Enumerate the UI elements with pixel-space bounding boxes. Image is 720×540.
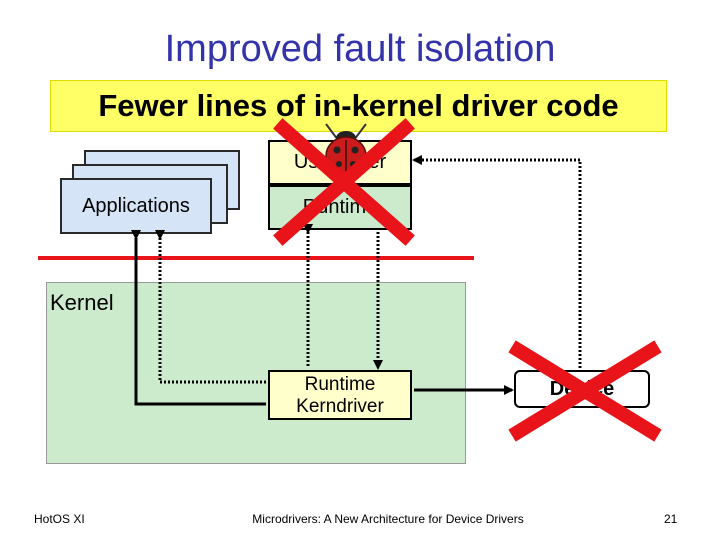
kernel-label: Kernel <box>50 290 114 315</box>
runtime-kerndriver-box: Runtime Kerndriver <box>268 370 412 420</box>
cross-icon-device <box>508 340 662 442</box>
dotted-arrow-app-kernel <box>155 230 266 384</box>
kernel-runtime-label: Runtime <box>304 374 376 395</box>
kerndriver-label: Kerndriver <box>296 396 384 417</box>
solid-arrow-app-kernel <box>131 230 266 406</box>
cross-icon-userdriver <box>273 118 415 246</box>
bug-icon <box>325 123 367 176</box>
footer-title: Microdrivers: A New Architecture for Dev… <box>252 512 524 526</box>
page-number: 21 <box>664 512 678 526</box>
user-kernel-boundary <box>38 256 474 260</box>
slide-title: Improved fault isolation <box>164 28 556 70</box>
dotted-arrow-device-userdriver <box>412 155 582 368</box>
footer-venue: HotOS XI <box>34 512 85 526</box>
subtitle-banner: Fewer lines of in-kernel driver code <box>50 80 667 132</box>
